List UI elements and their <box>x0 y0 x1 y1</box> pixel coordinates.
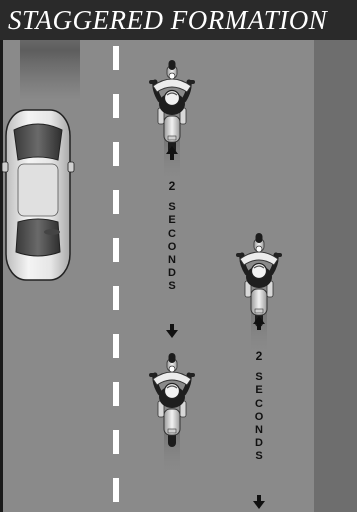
label-letter: N <box>249 424 269 437</box>
label-letter: D <box>249 437 269 450</box>
left-edge-line <box>0 40 3 512</box>
label-letter: S <box>249 371 269 384</box>
label-letter: S <box>162 201 182 214</box>
label-letter: E <box>162 214 182 227</box>
gap-number-right: 2 <box>249 350 269 363</box>
label-letter: O <box>249 411 269 424</box>
page-title: STAGGERED FORMATION <box>8 5 327 36</box>
label-letter: N <box>162 254 182 267</box>
label-letter: S <box>249 450 269 463</box>
title-bar: STAGGERED FORMATION <box>0 0 357 40</box>
label-letter: C <box>162 228 182 241</box>
label-letter: E <box>249 384 269 397</box>
label-letter: D <box>162 267 182 280</box>
gap-number-left: 2 <box>162 180 182 193</box>
label-letter: S <box>162 280 182 293</box>
road-shoulder <box>314 40 357 512</box>
label-letter: C <box>249 398 269 411</box>
label-letter: O <box>162 241 182 254</box>
